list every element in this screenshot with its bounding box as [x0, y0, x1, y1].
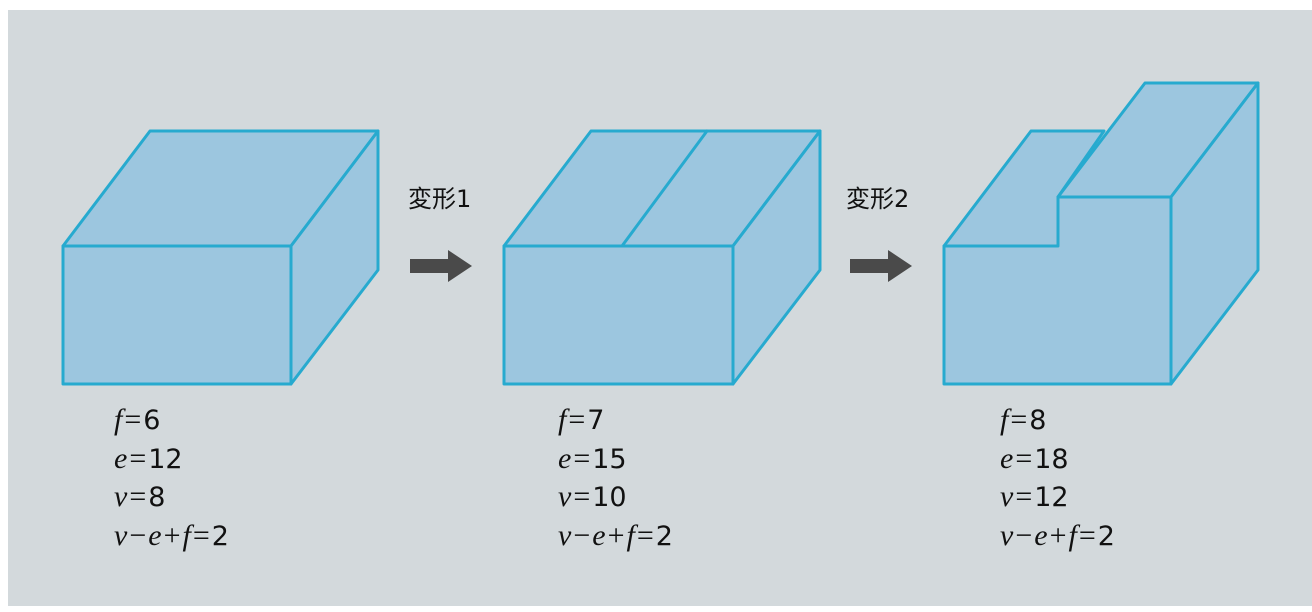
formula-operator: −	[1015, 518, 1033, 552]
formula-operator: =	[1015, 441, 1033, 475]
transformation-1-arrow	[410, 250, 472, 282]
formula-line: v=8	[114, 478, 229, 517]
transformation-2: 変形2	[846, 185, 912, 282]
formula-variable: v	[558, 518, 572, 552]
formula-line: e=18	[1000, 440, 1115, 479]
transformation-2-arrow	[850, 250, 912, 282]
formula-variable: v	[114, 518, 128, 552]
formula-variable: v	[1000, 518, 1014, 552]
transformation-1-label: 変形1	[408, 185, 471, 213]
formula-operator: =	[568, 403, 586, 436]
formula-number: 8	[148, 482, 166, 513]
formula-number: 2	[1097, 520, 1115, 552]
figure-split-box	[502, 129, 822, 386]
formula-variable: f	[1000, 403, 1009, 436]
formula-line: f=8	[1000, 401, 1115, 440]
formula-operator: =	[1010, 403, 1028, 436]
stepped-box-front-face	[942, 195, 1173, 386]
formula-operator: =	[1078, 518, 1096, 552]
formula-line: e=15	[558, 440, 673, 479]
formula-operator: =	[192, 518, 210, 552]
formula-number: 8	[1029, 405, 1047, 436]
formula-number: 6	[143, 405, 161, 436]
formula-operator: +	[607, 518, 625, 552]
formula-variable: e	[592, 518, 606, 552]
formula-variable: f	[1068, 518, 1077, 552]
formula-line: v−e+f=2	[114, 517, 229, 556]
formula-number: 15	[592, 443, 627, 475]
formula-variable: f	[626, 518, 635, 552]
formula-variable: f	[558, 403, 567, 436]
formula-variable: f	[182, 518, 191, 552]
formula-operator: +	[1049, 518, 1067, 552]
formula-variable: e	[1000, 441, 1014, 475]
formula-number: 7	[587, 405, 605, 436]
figure-box	[61, 129, 380, 386]
formula-operator: =	[124, 403, 142, 436]
formula-number: 12	[148, 443, 183, 475]
formula-operator: −	[573, 518, 591, 552]
box-front-face	[61, 244, 293, 386]
formula-operator: −	[129, 518, 147, 552]
formula-variable: e	[114, 441, 128, 475]
formula-operator: =	[129, 480, 147, 513]
transformation-1: 変形1	[408, 185, 472, 282]
formula-variable: v	[558, 480, 572, 513]
formula-number: 18	[1034, 443, 1069, 475]
split-box-dividing-edge	[620, 129, 709, 248]
split-box-front-face	[502, 244, 735, 386]
formula-line: e=12	[114, 440, 229, 479]
formula-variable: e	[558, 441, 572, 475]
formula-number: 12	[1034, 482, 1069, 513]
formula-line: f=7	[558, 401, 673, 440]
transformation-2-label: 変形2	[846, 185, 909, 213]
formula-operator: =	[636, 518, 654, 552]
formula-line: v−e+f=2	[558, 517, 673, 556]
formula-line: v=10	[558, 478, 673, 517]
formula-operator: =	[573, 480, 591, 513]
formula-operator: =	[1015, 480, 1033, 513]
formula-number: 10	[592, 482, 627, 513]
formula-operator: =	[129, 441, 147, 475]
figure-stepped-box	[942, 81, 1260, 386]
formula-variable: e	[1034, 518, 1048, 552]
formula-operator: =	[573, 441, 591, 475]
formula-line: v=12	[1000, 478, 1115, 517]
formula-variable: e	[148, 518, 162, 552]
formula-number: 2	[655, 520, 673, 552]
formula-line: v−e+f=2	[1000, 517, 1115, 556]
formula-variable: v	[114, 480, 128, 513]
formula-operator: +	[163, 518, 181, 552]
formula-number: 2	[211, 520, 229, 552]
formula-line: f=6	[114, 401, 229, 440]
formula-variable: v	[1000, 480, 1014, 513]
formula-variable: f	[114, 403, 123, 436]
